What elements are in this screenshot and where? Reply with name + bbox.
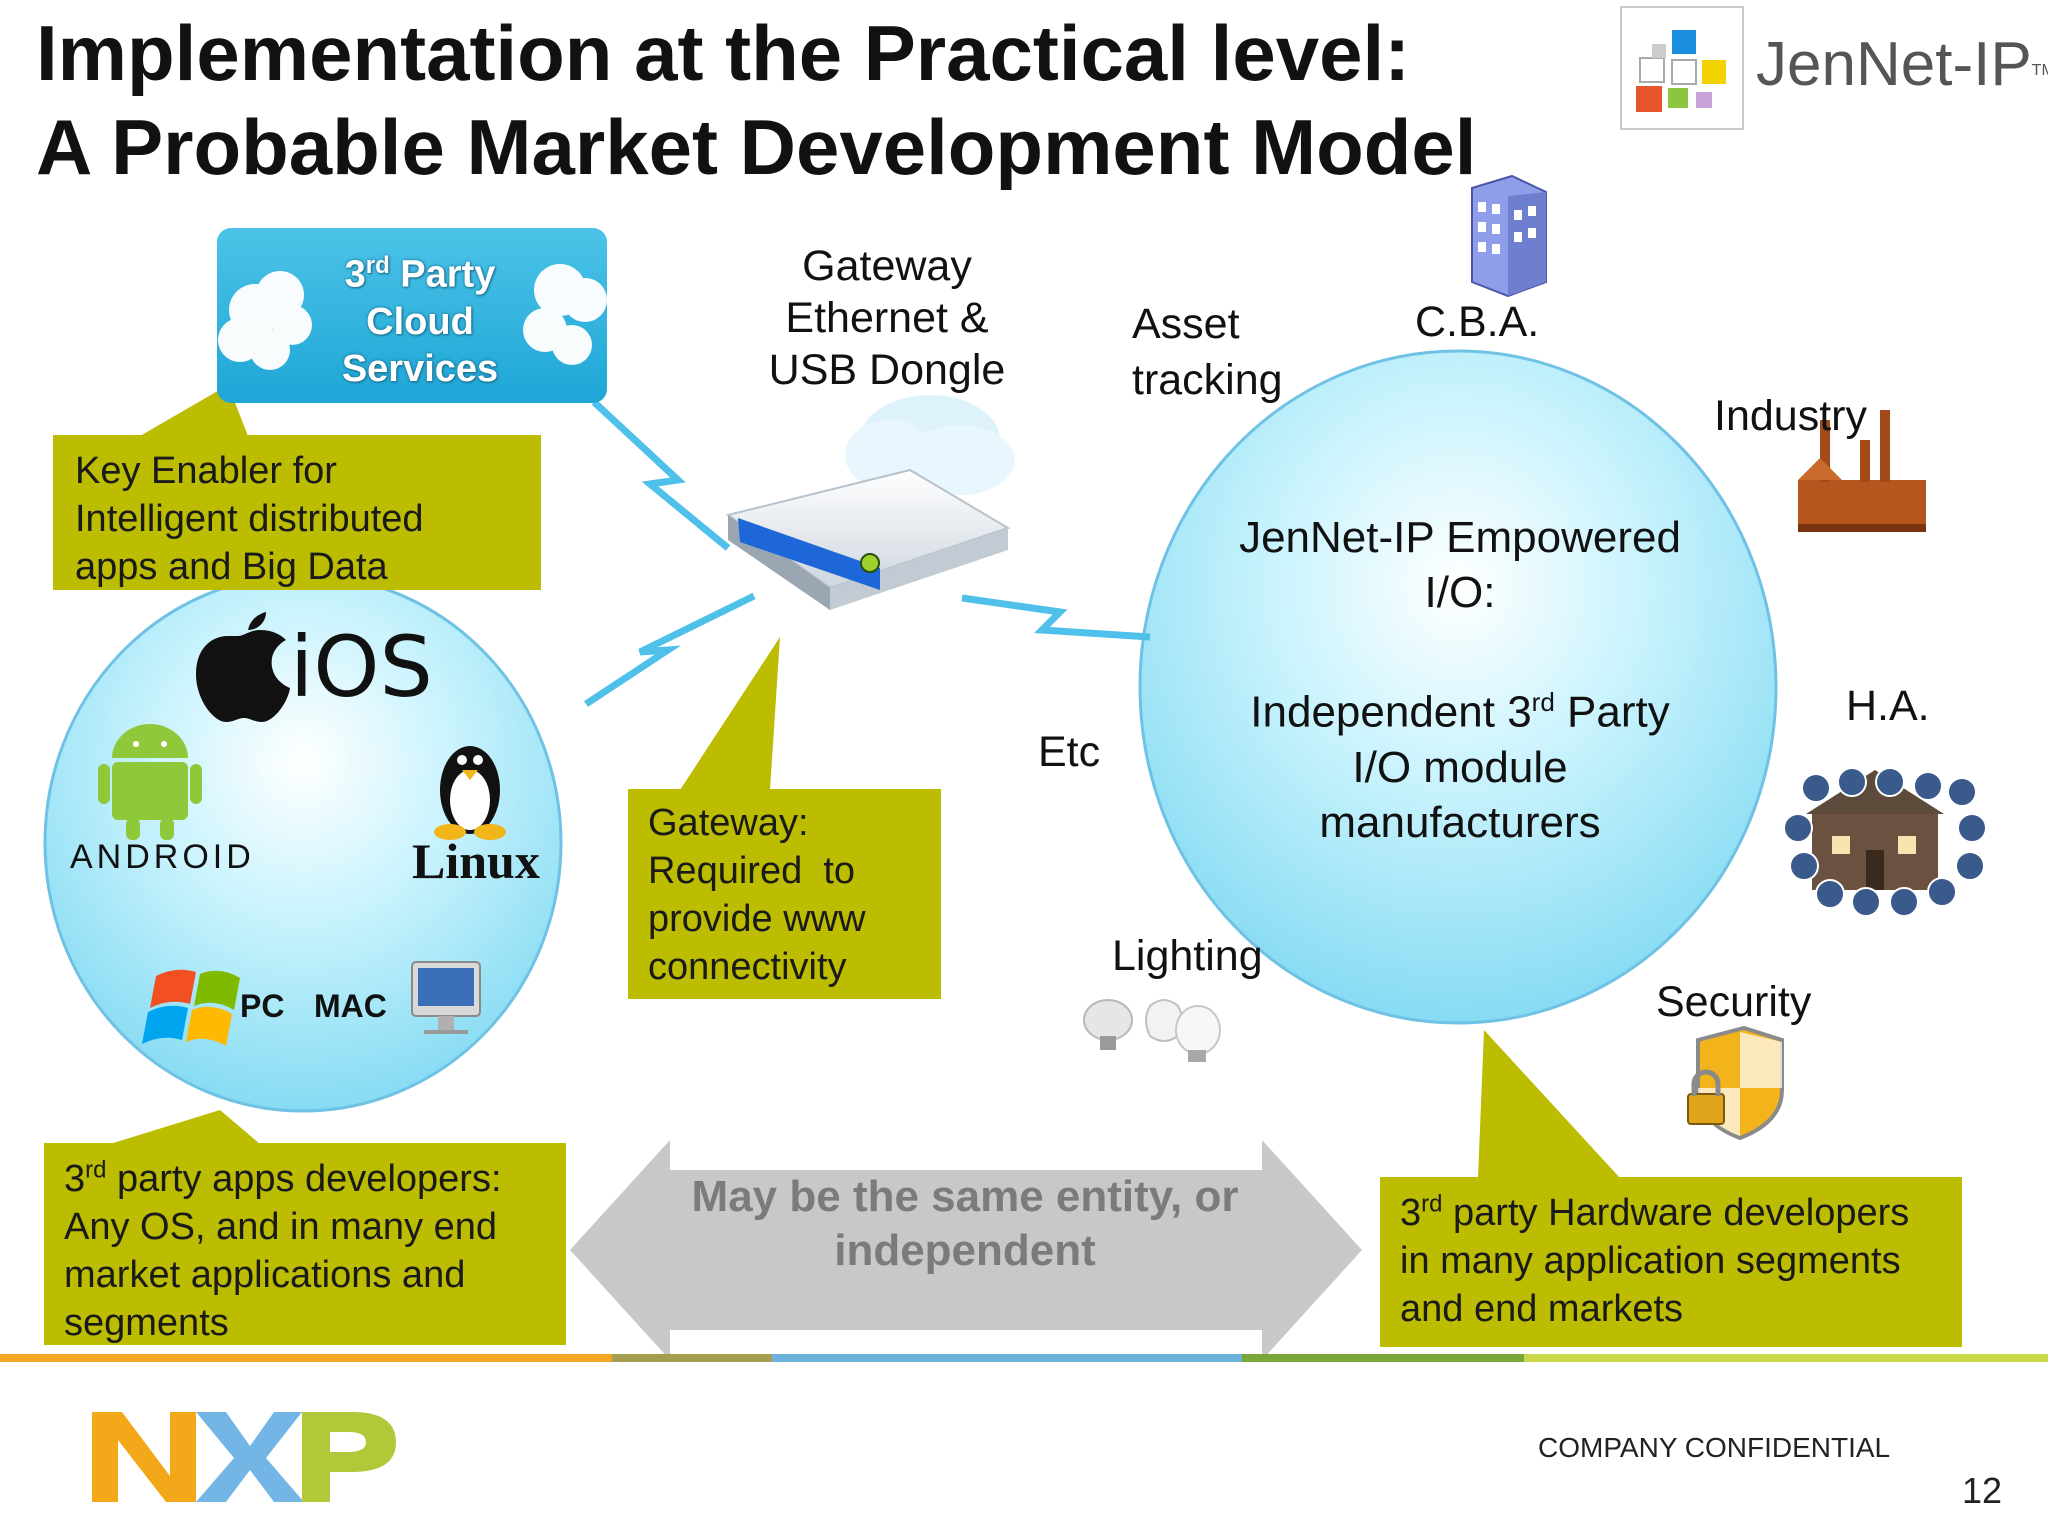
hw-callout-pointer — [1478, 1030, 1620, 1178]
title-line-2: A Probable Market Development Model — [36, 103, 1477, 191]
imac-icon — [411, 961, 481, 1034]
etc-label: Etc — [1038, 728, 1101, 776]
footer-stripe-lime — [1524, 1354, 2048, 1362]
apple-icon — [196, 612, 290, 722]
nxp-logo-icon — [92, 1412, 396, 1502]
lighting-label: Lighting — [1112, 932, 1263, 980]
gateway-callout-pointer — [680, 637, 780, 790]
android-label: ANDROID — [70, 838, 255, 876]
footer-stripe-olive — [612, 1354, 772, 1362]
ios-label: iOS — [290, 618, 433, 716]
jennet-logo-text: JenNet-IPTM — [1756, 30, 2048, 99]
bolt-os-gateway — [584, 592, 756, 707]
bolt-cloud-gateway — [591, 399, 731, 551]
home-automation-icon — [1783, 767, 1987, 917]
key-enabler-callout: Key Enabler for Intelligent distributed … — [53, 435, 541, 590]
gateway-callout: Gateway: Required to provide www connect… — [628, 789, 941, 999]
android-robot-icon — [98, 724, 202, 840]
building-icon — [1471, 174, 1547, 298]
gateway-dongle-icon — [725, 395, 1015, 610]
same-entity-label: May be the same entity, or independent — [691, 1172, 1239, 1275]
cba-label: C.B.A. — [1415, 298, 1540, 346]
factory-icon — [1798, 410, 1926, 532]
bolt-gateway-io — [961, 594, 1151, 641]
ha-label: H.A. — [1846, 682, 1930, 730]
jennet-logo-icon — [1620, 6, 1744, 130]
pc-label: PC — [240, 988, 285, 1024]
footer-stripe-orange — [0, 1354, 612, 1362]
company-confidential-label: COMPANY CONFIDENTIAL — [1538, 1432, 1891, 1463]
same-entity-arrow — [570, 1140, 1362, 1360]
light-bulbs-icon — [1083, 999, 1221, 1062]
footer-stripe-blue — [772, 1354, 1242, 1362]
security-shield-icon — [1687, 1025, 1784, 1141]
mac-label: MAC — [314, 988, 387, 1024]
page-number: 12 — [1962, 1470, 2003, 1511]
io-circle — [1138, 349, 1778, 1025]
apps-developers-callout: 3rd party apps developers: Any OS, and i… — [44, 1143, 566, 1345]
security-label: Security — [1656, 978, 1812, 1026]
linux-label: Linux — [412, 833, 540, 889]
windows-flag-icon — [142, 969, 240, 1046]
industry-label: Industry — [1714, 392, 1867, 440]
footer-stripe-green — [1242, 1354, 1524, 1362]
gateway-device-label: Gateway Ethernet & USB Dongle — [768, 242, 1006, 394]
linux-penguin-icon — [434, 746, 506, 840]
cloud-services-label: 3rd Party Cloud Services — [341, 252, 499, 390]
apps-callout-pointer — [110, 1110, 260, 1144]
io-circle-label: JenNet-IP Empowered I/O: Independent 3rd… — [1239, 513, 1681, 847]
asset-tracking-label: Asset tracking — [1132, 300, 1283, 404]
slide-title: Implementation at the Practical level: A… — [36, 6, 1596, 194]
title-line-1: Implementation at the Practical level: — [36, 9, 1411, 97]
hardware-developers-callout: 3rd party Hardware developers in many ap… — [1380, 1177, 1962, 1347]
